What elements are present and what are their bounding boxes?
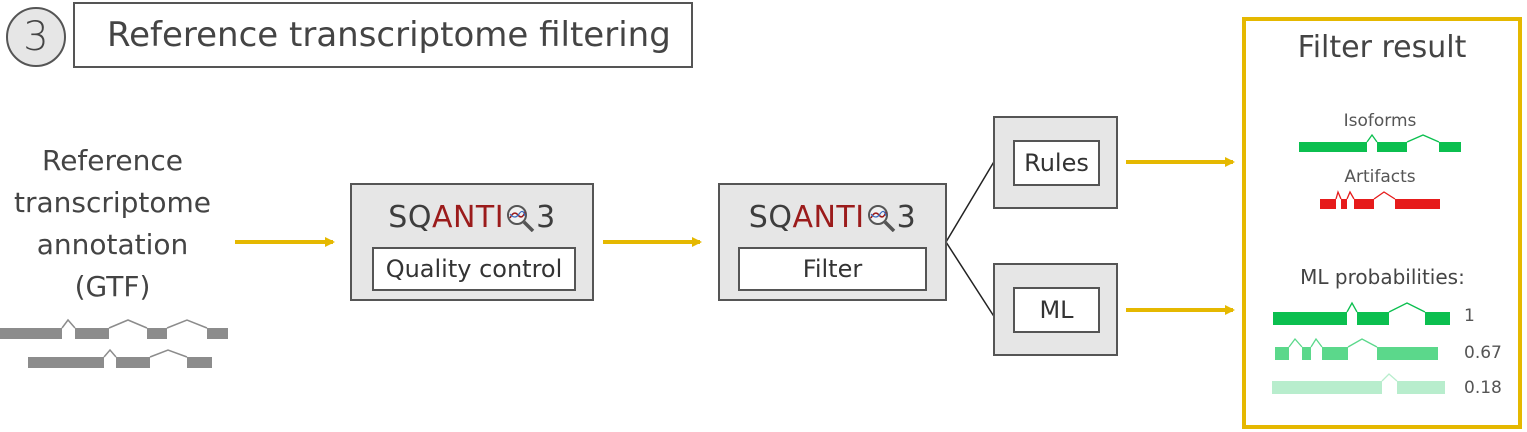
ml-box: ML: [1013, 287, 1100, 333]
ml-model-prob-018: [1272, 373, 1445, 394]
reference-line-1: Reference: [42, 144, 183, 177]
rules-panel: Rules: [993, 116, 1118, 209]
ml-model-prob-067: [1275, 337, 1438, 360]
logo-text-anti: ANTI: [431, 199, 505, 235]
artifact-model: [1320, 190, 1440, 209]
reference-line-3: annotation: [36, 228, 189, 261]
reference-line-4: (GTF): [74, 270, 151, 303]
ml-probabilities-label: ML probabilities:: [1300, 265, 1465, 289]
filter-result-box: [1242, 17, 1522, 429]
ml-prob-value-2: 0.67: [1464, 343, 1502, 363]
reference-gene-model-2: [28, 348, 212, 368]
reference-line-2: transcriptome: [13, 186, 212, 219]
filter-box: Filter: [738, 247, 927, 291]
ml-prob-value-1: 1: [1464, 306, 1475, 326]
ml-panel: ML: [993, 263, 1118, 356]
isoforms-label: Isoforms: [1343, 111, 1417, 131]
logo-text-sq: SQ: [388, 199, 432, 235]
magnifier-icon: [505, 202, 535, 232]
logo-text-3: 3: [536, 199, 556, 235]
logo-text-anti: ANTI: [792, 199, 865, 235]
filter-result-title: Filter result: [1297, 30, 1467, 65]
isoform-model: [1299, 133, 1461, 152]
step-number-badge: 3: [6, 7, 66, 67]
branch-line-ml: [945, 241, 996, 319]
logo-text-3: 3: [896, 199, 917, 235]
quality-control-box: Quality control: [372, 247, 576, 291]
logo-text-sq: SQ: [748, 199, 793, 235]
ml-prob-value-3: 0.18: [1464, 378, 1502, 398]
reference-annotation-label: Reference transcriptome annotation (GTF): [0, 140, 225, 308]
branch-line-rules: [945, 159, 996, 243]
magnifier-icon: [866, 202, 896, 232]
rules-box: Rules: [1013, 140, 1100, 186]
ml-model-prob-1: [1273, 301, 1450, 325]
reference-gene-model-1: [0, 318, 228, 339]
section-title: Reference transcriptome filtering: [73, 2, 693, 68]
artifacts-label: Artifacts: [1344, 167, 1416, 187]
